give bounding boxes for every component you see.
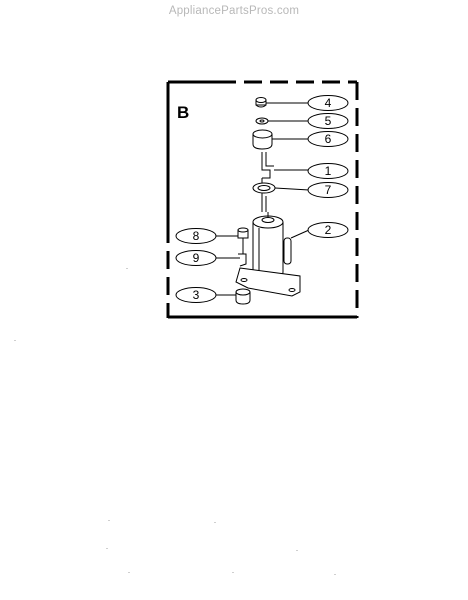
section-letter: B	[177, 103, 189, 122]
watermark-text: AppliancePartsPros.com	[168, 5, 300, 17]
callout-label-9: 9	[193, 251, 200, 265]
leader-lines	[215, 102, 310, 296]
motor-part-2	[252, 212, 292, 281]
callout-label-2: 2	[325, 223, 332, 237]
callout-1: 1	[307, 163, 349, 179]
callout-3: 3	[175, 287, 217, 303]
nut-part-8	[237, 227, 249, 239]
compressor-assembly	[235, 97, 301, 305]
callout-label-5: 5	[325, 114, 332, 128]
callout-8: 8	[175, 228, 217, 244]
base-plate	[235, 267, 301, 297]
washer-part-5	[255, 117, 269, 125]
nut-part-4	[255, 97, 267, 108]
foot-part-3	[235, 288, 251, 305]
callout-9: 9	[175, 250, 217, 266]
scan-specks	[14, 268, 336, 575]
callout-7: 7	[307, 182, 349, 198]
callout-label-8: 8	[193, 229, 200, 243]
grommet-part-7	[252, 182, 276, 194]
callout-label-7: 7	[325, 183, 332, 197]
callout-label-3: 3	[193, 288, 200, 302]
callout-6: 6	[307, 131, 349, 147]
cap-part-6	[252, 129, 273, 150]
callout-label-1: 1	[325, 164, 332, 178]
bracket-part-9	[238, 238, 247, 267]
callout-2: 2	[307, 222, 349, 238]
callout-label-6: 6	[325, 132, 332, 146]
diagram-frame	[166, 80, 359, 319]
callout-5: 5	[307, 113, 349, 129]
callout-4: 4	[307, 95, 349, 111]
callout-label-4: 4	[325, 96, 332, 110]
